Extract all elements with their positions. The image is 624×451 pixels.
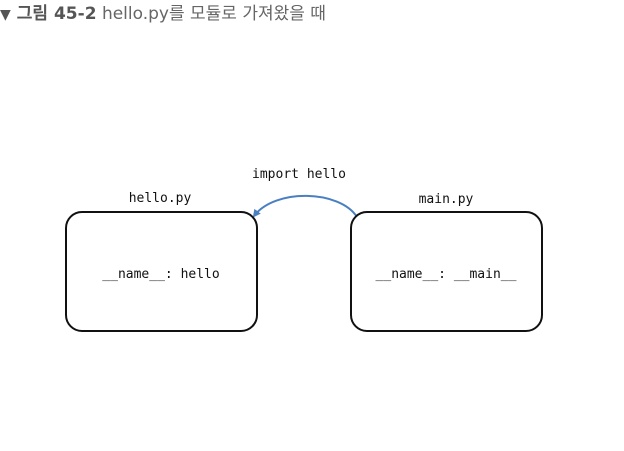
main-module-box [350,211,543,332]
main-module-name-value: __name__: __main__ [376,267,517,282]
import-arrow [252,194,358,218]
main-module-title: main.py [419,192,474,207]
hello-module-title: hello.py [129,191,192,206]
triangle-down-icon: ▼ [0,7,11,23]
hello-module-box [65,211,258,332]
hello-module-name-value: __name__: hello [102,267,219,282]
figure-title: hello.py를 모듈로 가져왔을 때 [101,4,326,24]
import-label: import hello [252,167,346,182]
figure-label: 그림 45-2 [16,4,97,24]
figure-caption: ▼ 그림 45-2 hello.py를 모듈로 가져왔을 때 [0,2,326,26]
